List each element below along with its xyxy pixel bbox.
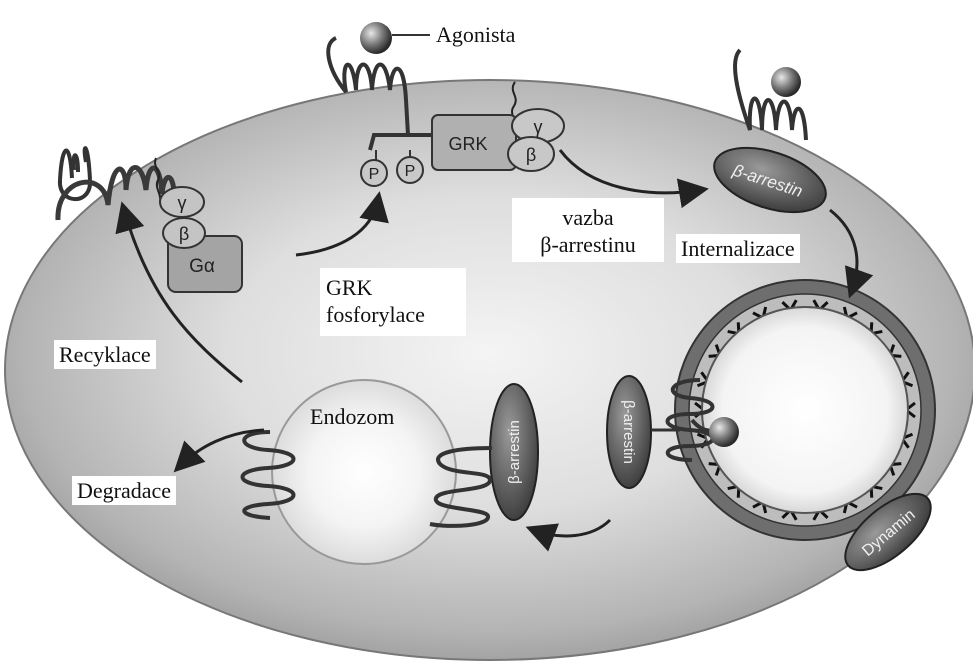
beta-arrestin-label-endosome: β-arrestin <box>506 420 523 484</box>
label-agonist: Agonista <box>436 22 515 48</box>
gamma-label-grk: γ <box>534 117 543 137</box>
gamma-subunit-label: γ <box>178 193 187 213</box>
label-endosome: Endozom <box>310 404 394 430</box>
g-alpha-label: Gα <box>189 256 215 277</box>
label-internalization: Internalizace <box>676 234 800 263</box>
beta-arrestin-label-vesicle: β-arrestin <box>620 400 637 464</box>
beta-subunit-label: β <box>179 224 189 244</box>
label-arrestin-binding-line2: β-arrestinu <box>518 231 658 258</box>
phosphate-label-1: P <box>369 166 380 183</box>
grk-label: GRK <box>448 134 487 154</box>
label-arrestin-binding-line1: vazba <box>518 204 658 231</box>
agonist-ball <box>360 22 392 54</box>
phosphate-label-2: P <box>405 163 416 180</box>
label-arrestin-binding: vazba β-arrestinu <box>512 198 664 262</box>
label-grk-phosphorylation: GRK fosforylace <box>320 268 466 336</box>
beta-label-grk: β <box>526 145 536 165</box>
label-grk-line2: fosforylace <box>326 301 460 328</box>
label-recycling: Recyklace <box>54 340 156 369</box>
label-grk-line1: GRK <box>326 274 460 301</box>
agonist-ball-internalizing <box>771 67 801 97</box>
label-degradation: Degradace <box>72 476 176 505</box>
